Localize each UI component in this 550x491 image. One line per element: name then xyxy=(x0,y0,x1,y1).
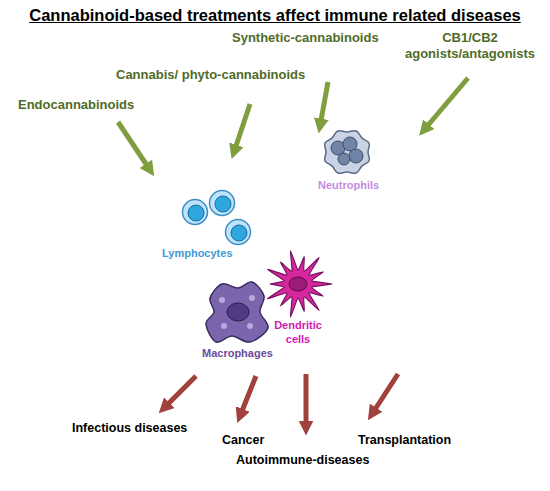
cell-label: Neutrophils xyxy=(312,178,382,192)
lymphocyte-cell xyxy=(210,191,235,216)
source-label: Cannabis/ phyto-cannabinoids xyxy=(116,67,316,83)
immune-cell: Lymphocytes xyxy=(160,188,260,260)
disease-label: Infectious diseases xyxy=(72,421,212,437)
cell-nucleus xyxy=(231,225,247,241)
source-label: Endocannabinoids xyxy=(18,97,148,113)
output-arrows xyxy=(164,374,398,428)
disease-label: Autoimmune-diseases xyxy=(236,453,396,469)
red-arrow xyxy=(304,374,309,428)
source-label: Synthetic-cannabinoids xyxy=(232,30,402,46)
immune-cell: Macrophages xyxy=(198,278,282,360)
lymphocyte-cell xyxy=(226,220,251,245)
green-arrow xyxy=(118,122,150,170)
cell-label: Dendritic cells xyxy=(262,318,334,347)
cell-nucleus xyxy=(188,205,204,221)
green-arrow xyxy=(234,104,250,152)
cell-outline xyxy=(312,126,382,178)
red-arrow xyxy=(240,376,256,416)
cell-nucleus xyxy=(227,303,249,321)
lymphocyte-cell xyxy=(183,200,208,225)
cell-outline xyxy=(198,278,282,346)
vacuole xyxy=(221,323,227,329)
input-arrows xyxy=(118,78,468,170)
cell-nucleus xyxy=(289,277,307,291)
red-arrow xyxy=(164,376,196,408)
vacuole xyxy=(219,297,225,303)
nucleus-lobe xyxy=(349,149,363,163)
vacuole xyxy=(249,295,255,301)
diagram-title: Cannabinoid-based treatments affect immu… xyxy=(0,6,550,25)
cell-outline xyxy=(160,188,260,246)
vacuole xyxy=(247,323,253,329)
neutrophil-cell xyxy=(325,131,370,174)
disease-label: Cancer xyxy=(222,433,292,449)
cell-outline xyxy=(262,250,334,318)
disease-label: Transplantation xyxy=(358,433,488,449)
immune-cell: Neutrophils xyxy=(312,126,382,192)
cell-label: Lymphocytes xyxy=(160,246,260,260)
green-arrow xyxy=(424,78,468,130)
dendritic-cell xyxy=(267,251,332,317)
cell-label: Macrophages xyxy=(198,346,282,360)
macrophage-cell xyxy=(206,282,268,342)
red-arrow xyxy=(372,374,398,414)
immune-cell: Dendritic cells xyxy=(262,250,334,347)
nucleus-lobe xyxy=(338,153,350,165)
green-arrow xyxy=(320,82,328,126)
source-label: CB1/CB2 agonists/antagonists xyxy=(400,30,540,63)
cell-nucleus xyxy=(215,196,231,212)
